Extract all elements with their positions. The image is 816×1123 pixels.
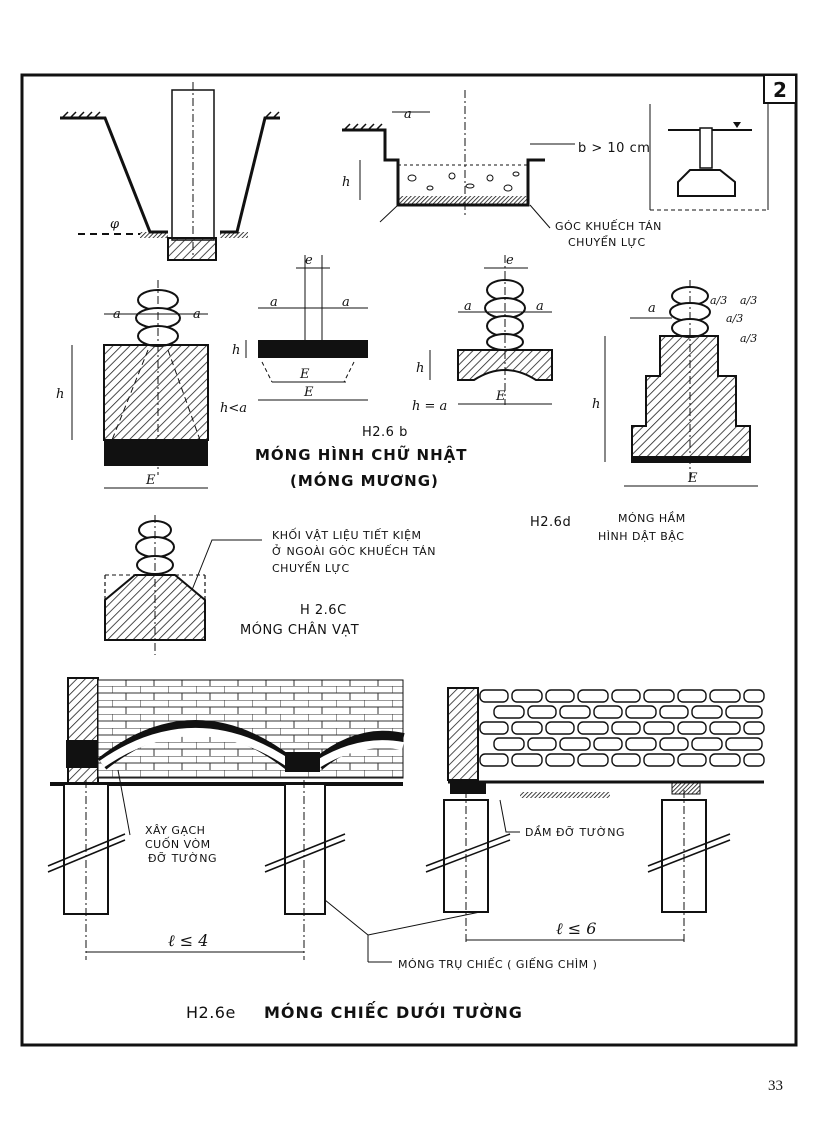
- caption-stepped-1: MÓNG HẦM: [618, 511, 686, 525]
- caption-h26d: H2.6d: [530, 515, 571, 530]
- dim-a-top: a: [404, 107, 412, 122]
- caption-stepped-2: HÌNH DẬT BẬC: [598, 530, 684, 543]
- dim-h-top: h: [342, 175, 350, 190]
- beam-label: DẦM ĐỠ TƯỜNG: [525, 825, 625, 839]
- chamfered-foundation: [104, 515, 262, 655]
- dim-a3-3: a/3: [726, 312, 743, 325]
- sheet-number: 2: [773, 78, 788, 102]
- caption-h26e: H2.6e: [186, 1003, 236, 1022]
- dim-E-arched: E: [495, 389, 506, 404]
- dim-a-slab-left: a: [270, 295, 278, 310]
- dim-h-slab: h: [232, 343, 240, 358]
- dim-E-slab-inner: E: [299, 367, 310, 382]
- dim-a-arched-left: a: [464, 299, 472, 314]
- dim-e-slab: e: [305, 253, 313, 268]
- dim-a3-4: a/3: [740, 332, 757, 345]
- fig-c-note-2: Ở NGOÀI GÓC KHUẾCH TÁN: [272, 544, 436, 558]
- h-less-than-a: h<a: [220, 401, 247, 416]
- rect-foundation-arched: e a a h E h = a: [412, 253, 553, 414]
- dim-E-slab: E: [303, 385, 314, 400]
- dim-a3-1: a/3: [710, 294, 727, 307]
- dim-a-right: a: [193, 307, 201, 322]
- beam-wall-figure: ℓ ≤ 6: [425, 687, 765, 945]
- pier-label: MÓNG TRỤ CHIẾC ( GIẾNG CHÌM ): [398, 957, 597, 971]
- trench-figure: φ: [60, 82, 280, 261]
- fig-c-note-1: KHỐI VẬT LIỆU TIẾT KIỆM: [272, 528, 422, 542]
- dim-e-arched: e: [506, 253, 514, 268]
- h-equals-a: h = a: [412, 399, 447, 414]
- sheet-number-box: [763, 74, 797, 104]
- dim-h-stepped: h: [592, 397, 600, 412]
- dim-a-arched-right: a: [536, 299, 544, 314]
- arch-wall-figure: ℓ ≤ 4: [47, 677, 405, 960]
- caption-trench-foundation: (MÓNG MƯƠNG): [290, 471, 439, 490]
- rect-foundation-slab: e a a h E E: [232, 253, 368, 401]
- rubble-trench-figure: a h b > 10 cm GÓC KHUẾCH TÁN CHUYỂN LỰC: [342, 90, 662, 249]
- dim-a3-2: a/3: [740, 294, 757, 307]
- caption-chamfered: MÓNG CHÂN VẠT: [240, 622, 359, 638]
- b-min-note: b > 10 cm: [578, 141, 650, 156]
- rect-foundation-tall: a a h E h<a: [56, 280, 247, 489]
- dim-a-stepped: a: [648, 301, 656, 316]
- span-left-label: ℓ ≤ 4: [168, 931, 208, 950]
- dim-E-stepped: E: [687, 471, 698, 486]
- arch-note-2: CUỐN VÒM: [145, 837, 211, 851]
- dim-a-left: a: [113, 307, 121, 322]
- caption-pier-foundation: MÓNG CHIẾC DƯỚI TƯỜNG: [264, 1001, 523, 1022]
- dim-E-tall: E: [145, 473, 156, 488]
- angle-phi-label: φ: [110, 217, 120, 232]
- dim-a-slab-right: a: [342, 295, 350, 310]
- footing-inset: [649, 104, 769, 211]
- caption-h26b: H2.6 b: [362, 425, 408, 440]
- caption-h26c: H 2.6C: [300, 603, 347, 618]
- dim-h-arched: h: [416, 361, 424, 376]
- arch-note-3: ĐỠ TƯỜNG: [148, 852, 217, 865]
- spread-angle-label-1: GÓC KHUẾCH TÁN: [555, 219, 662, 233]
- span-right-label: ℓ ≤ 6: [556, 919, 596, 938]
- stepped-foundation: a a/3 a/3 a/3 a/3 h E: [592, 280, 758, 487]
- spread-angle-label-2: CHUYỂN LỰC: [568, 235, 646, 249]
- page-frame: [20, 73, 798, 1047]
- page-number: 33: [768, 1078, 783, 1094]
- caption-rect-foundation: MÓNG HÌNH CHỮ NHẬT: [255, 444, 468, 464]
- dim-h-tall: h: [56, 387, 64, 402]
- fig-c-note-3: CHUYỂN LỰC: [272, 561, 350, 575]
- arch-note-1: XÂY GẠCH: [145, 824, 205, 837]
